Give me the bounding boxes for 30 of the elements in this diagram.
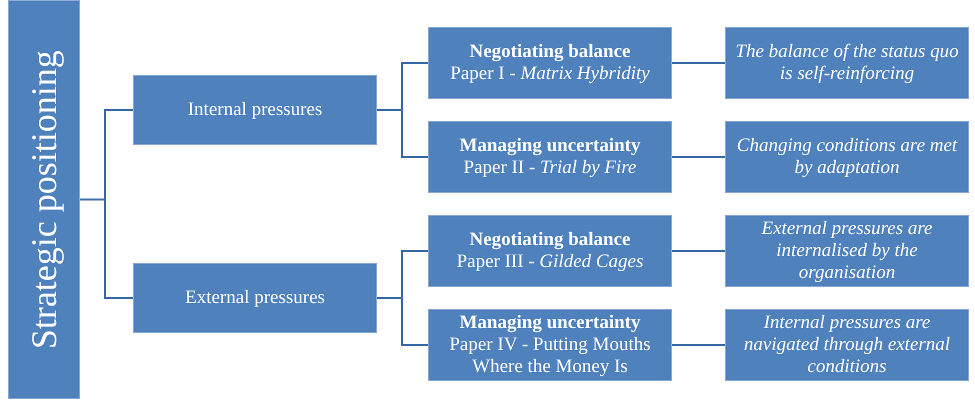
theme-heading: Negotiating balance [470, 41, 630, 63]
finding-text: The balance of the status quo is self-reinforcing [734, 41, 960, 85]
paper-box [428, 27, 672, 99]
category-label: External pressures [185, 287, 325, 309]
connector-line [672, 250, 725, 252]
paper-box [428, 121, 672, 193]
theme-heading: Negotiating balance [470, 229, 630, 251]
title-panel [8, 0, 80, 399]
theme-heading: Managing uncertainty [459, 312, 641, 334]
paper-title: Paper II - Trial by Fire [464, 157, 636, 179]
finding-box [725, 27, 969, 99]
finding-text: Internal pressures are navigated through external conditions [742, 312, 952, 378]
theme-heading: Managing uncertainty [459, 135, 641, 157]
connector-line [672, 344, 725, 346]
finding-box [725, 121, 969, 193]
paper-title: Paper I - Matrix Hybridity [450, 63, 650, 85]
connector-line [672, 62, 725, 64]
category-box [133, 75, 377, 145]
category-label: Internal pressures [188, 99, 322, 121]
connector-line [672, 156, 725, 158]
paper-title: Paper IV - Putting Mouths Where the Money Is [448, 334, 652, 378]
paper-box [428, 215, 672, 287]
paper-box [428, 309, 672, 381]
finding-text: Changing conditions are met by adaptation [736, 135, 958, 179]
paper-title: Paper III - Gilded Cages [456, 251, 644, 273]
finding-box [725, 215, 969, 287]
category-box [133, 263, 377, 333]
finding-box [725, 309, 969, 381]
title-text: Strategic positioning [23, 50, 65, 349]
finding-text: External pressures are internalised by the organisation [760, 218, 934, 284]
